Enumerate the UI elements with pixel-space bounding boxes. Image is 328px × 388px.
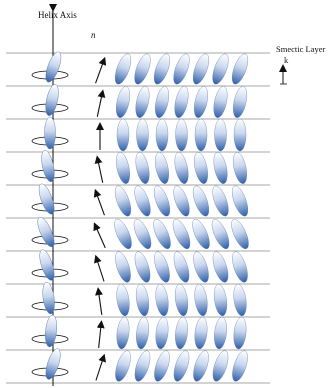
smectic-molecule <box>151 52 173 86</box>
smectic-molecule <box>190 52 212 86</box>
smectic-molecule <box>172 85 190 119</box>
smectic-molecule <box>231 85 249 119</box>
smectic-molecule <box>211 151 229 185</box>
smectic-molecule <box>112 349 133 383</box>
smectic-molecule <box>170 217 194 251</box>
smectic-molecule <box>229 52 251 86</box>
layer-normal-label: k <box>284 55 289 65</box>
smectic-molecule <box>134 283 150 316</box>
smectic-molecule <box>193 316 208 349</box>
smectic-molecule <box>229 250 250 284</box>
smectic-molecule <box>173 283 189 316</box>
director-arrow <box>96 356 104 381</box>
smectic-molecule <box>192 85 210 119</box>
smectic-molecule <box>211 85 229 119</box>
helix-molecule <box>45 117 56 149</box>
director-arrow <box>97 91 102 116</box>
director-arrow <box>97 157 102 182</box>
smectic-molecule <box>115 316 130 349</box>
smectic-molecule <box>133 151 151 185</box>
smectic-molecule <box>176 119 188 151</box>
director-arrows <box>95 59 106 381</box>
director-arrow <box>96 257 104 282</box>
smectic-molecule <box>234 119 246 151</box>
smectic-molecule <box>190 184 212 218</box>
smectic-molecule <box>131 52 153 86</box>
smectic-molecule <box>111 217 135 251</box>
molecule-grid <box>111 52 252 383</box>
smectic-molecule <box>232 283 248 316</box>
helix-molecule <box>43 50 64 84</box>
smectic-molecule <box>114 151 132 185</box>
smectic-molecule <box>153 151 171 185</box>
smectic-molecule <box>212 283 228 316</box>
smectic-molecule <box>229 184 251 218</box>
director-arrow <box>96 191 105 215</box>
smectic-molecule <box>154 283 170 316</box>
director-arrow <box>98 289 102 315</box>
smectic-molecule <box>150 217 174 251</box>
smectic-molecule <box>171 349 192 383</box>
smectic-molecule <box>135 316 150 349</box>
helix-molecule <box>43 347 63 381</box>
smectic-molecule <box>151 184 173 218</box>
smectic-molecule <box>213 316 228 349</box>
helix-column <box>32 50 68 381</box>
smectic-molecule <box>192 151 210 185</box>
smectic-molecule <box>171 250 192 284</box>
director-arrow <box>99 322 102 348</box>
smectic-molecule <box>229 349 250 383</box>
smectic-molecule <box>117 119 129 151</box>
smectic-molecule <box>189 217 213 251</box>
smectic-molecule <box>174 316 189 349</box>
helix-axis-label: Helix Axis <box>38 10 77 20</box>
smectic-molecule <box>215 119 227 151</box>
smectic-molecule <box>209 184 231 218</box>
smectic-molecule <box>112 52 134 86</box>
smectic-molecule <box>190 349 211 383</box>
smectic-molecule <box>170 184 192 218</box>
smectic-molecule <box>112 250 133 284</box>
smectic-molecule <box>114 85 132 119</box>
smectic-molecule <box>209 217 233 251</box>
smectic-molecule <box>195 119 207 151</box>
smectic-molecule <box>131 184 153 218</box>
smectic-molecule <box>112 184 134 218</box>
smectic-molecule <box>156 119 168 151</box>
helix-molecule <box>36 182 57 216</box>
smectic-molecule <box>133 85 151 119</box>
smectic-molecule <box>190 250 211 284</box>
smectic-molecule <box>153 85 171 119</box>
smectic-molecule <box>131 217 155 251</box>
smectic-molecule <box>151 250 172 284</box>
smectic-molecule <box>132 250 153 284</box>
helix-molecule <box>37 248 57 282</box>
smectic-molecule <box>210 250 231 284</box>
smectic-molecule <box>115 283 131 316</box>
smectic-molecule <box>193 283 209 316</box>
smectic-molecule <box>228 217 252 251</box>
smectic-molecule <box>210 349 231 383</box>
smectic-molecule <box>209 52 231 86</box>
smectic-layer-label: Smectic Layer <box>276 44 325 54</box>
smectic-molecule <box>137 119 149 151</box>
smectic-molecule <box>151 349 172 383</box>
smectic-molecule <box>231 151 249 185</box>
smectic-molecule <box>172 151 190 185</box>
director-label: n <box>91 30 96 40</box>
smectic-molecule <box>232 316 247 349</box>
director-arrow <box>95 224 106 248</box>
smectic-molecule <box>132 349 153 383</box>
smectic-molecule <box>170 52 192 86</box>
director-arrow <box>96 59 105 83</box>
smectic-molecule <box>154 316 169 349</box>
